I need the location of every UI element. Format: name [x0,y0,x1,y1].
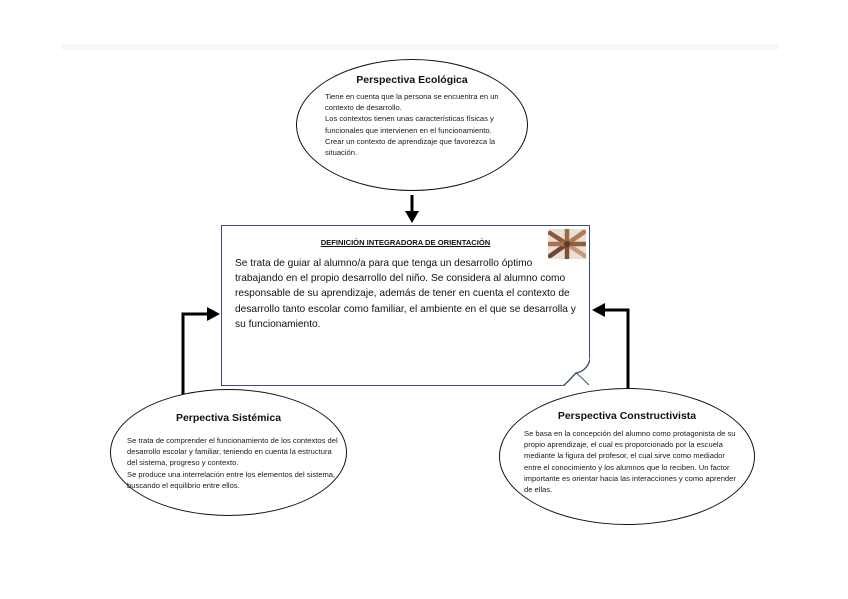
sistemica-title: Perpectiva Sistémica [175,412,282,424]
ecologica-line: Los contextos tienen unas característica… [325,114,494,135]
constructivista-title: Perspectiva Constructivista [557,410,697,422]
ecologica-title: Perspectiva Ecológica [356,74,468,86]
constructivista-body: Se basa en la concepción del alumno como… [524,429,736,495]
ecologica-line: Tiene en cuenta que la persona se encuen… [325,92,499,113]
ecologica-body: Tiene en cuenta que la persona se encuen… [325,91,515,158]
hands-together-photo [548,229,586,259]
ellipse-perspectiva-sistemica: Perpectiva Sistémica Se trata de compren… [110,389,347,516]
arrow-constructivista-to-definicion [592,303,630,393]
top-band [62,44,778,50]
definicion-text: Se trata de guiar al alumno/a para que t… [235,258,576,330]
sistemica-line: Se trata de comprender el funcionamiento… [127,436,338,468]
arrow-ecologica-to-definicion [405,195,419,223]
sistemica-line: Se produce una interrelación entre los e… [127,469,336,490]
sistemica-body: Se trata de comprender el funcionamiento… [127,435,339,491]
page-curl-corner [562,358,590,386]
ellipse-perspectiva-ecologica: Perspectiva Ecológica Tiene en cuenta qu… [296,59,528,191]
ellipse-perspectiva-constructivista: Perspectiva Constructivista Se basa en l… [499,388,755,525]
ecologica-line: Crear un contexto de aprendizaje que fav… [325,136,496,158]
definicion-box: DEFINICIÓN INTEGRADORA DE ORIENTACIÓN Se… [221,225,590,386]
arrow-sistemica-to-definicion [181,307,220,397]
definicion-title: DEFINICIÓN INTEGRADORA DE ORIENTACIÓN [320,238,491,247]
